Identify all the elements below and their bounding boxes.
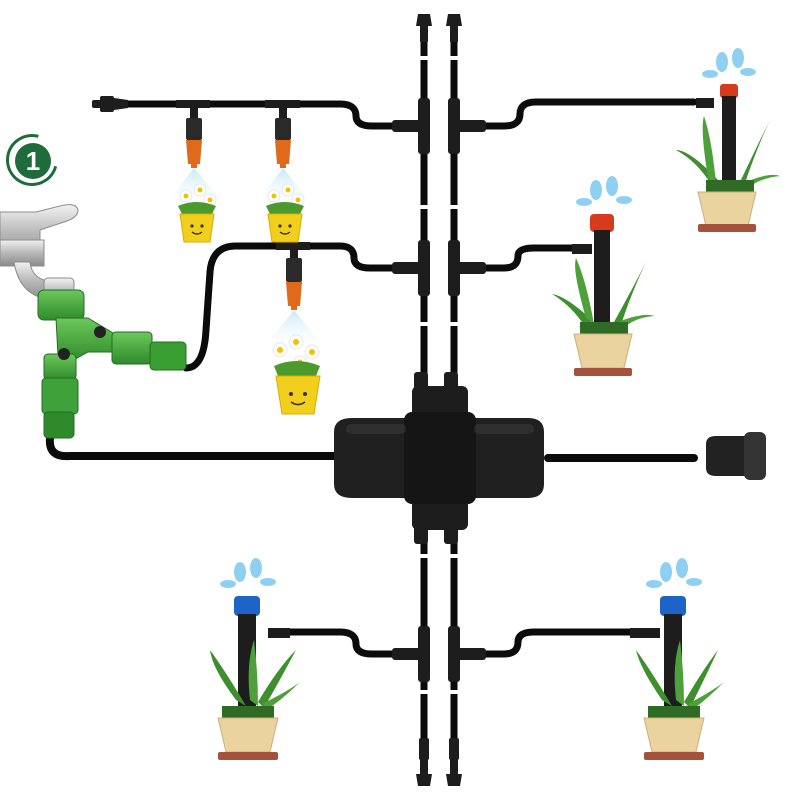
drip-stake-icon — [234, 596, 290, 706]
end-plug-icon — [416, 14, 462, 786]
tube-top-left — [124, 100, 396, 130]
tube-bottom-left — [284, 628, 396, 658]
tube-bottom-right — [482, 628, 634, 658]
step-badge: 1 — [0, 124, 68, 196]
potted-plant-icon — [210, 640, 300, 760]
tee-connector-icon — [392, 98, 486, 682]
flower-pot-icon — [266, 183, 305, 243]
mister-nozzle-icon — [265, 100, 300, 168]
end-cap-icon — [706, 432, 766, 480]
tube-main — [45, 434, 338, 461]
mister-nozzle-icon — [176, 100, 210, 168]
water-spray-icon — [702, 48, 756, 78]
potted-plant-icon — [636, 640, 724, 760]
tubing — [45, 32, 698, 742]
flower-pot-icon — [178, 183, 217, 243]
mister-nozzle-icon — [276, 242, 310, 310]
end-plug-icon — [92, 96, 128, 112]
flower-pot-icon — [272, 334, 321, 415]
potted-plant-icon — [676, 116, 780, 232]
tube-gaps — [418, 56, 460, 694]
y-splitter-icon — [37, 289, 187, 439]
drip-stake-icon — [696, 84, 738, 186]
water-spray-icon — [220, 558, 276, 588]
tube-mid-right — [482, 244, 576, 272]
step-number: 1 — [15, 143, 51, 179]
coupler-icon — [334, 372, 544, 544]
tube-top-right — [482, 98, 698, 130]
potted-plant-icon — [552, 258, 654, 376]
drip-stake-icon — [572, 214, 614, 330]
water-spray-icon — [646, 558, 702, 588]
water-spray-icon — [576, 176, 632, 206]
